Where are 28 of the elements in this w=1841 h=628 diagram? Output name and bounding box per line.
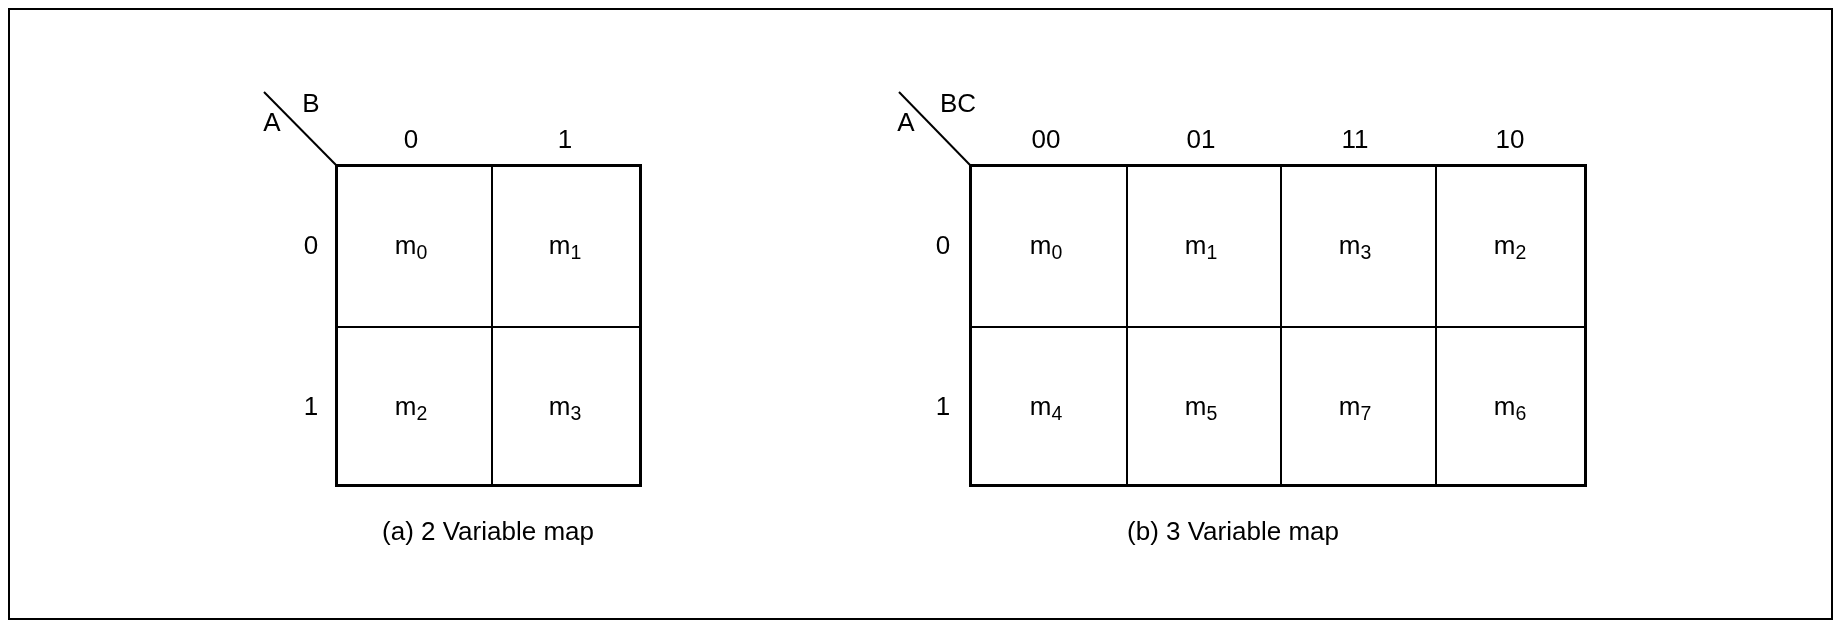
minterm-label: m$_{1}$	[548, 232, 582, 258]
column-header: 11	[1341, 126, 1369, 152]
column-variable-label: B	[302, 90, 320, 116]
minterm-label: m$_{3}$	[1338, 232, 1372, 258]
caption: (a) 2 Variable map	[382, 518, 594, 544]
column-variable-label: BC	[939, 90, 977, 116]
minterm-label: m$_{7}$	[1338, 393, 1372, 419]
minterm-label: m$_{0}$	[394, 232, 428, 258]
column-header: 10	[1495, 126, 1525, 152]
row-header: 0	[935, 232, 951, 258]
row-variable-label: A	[263, 109, 281, 135]
minterm-label: m$_{4}$	[1029, 393, 1063, 419]
minterm-label: m$_{0}$	[1029, 232, 1063, 258]
minterm-label: m$_{3}$	[548, 393, 582, 419]
column-header: 00	[1031, 126, 1061, 152]
minterm-label: m$_{5}$	[1184, 393, 1218, 419]
column-header: 0	[403, 126, 419, 152]
row-header: 1	[303, 393, 319, 419]
row-variable-label: A	[897, 109, 915, 135]
column-header: 1	[557, 126, 573, 152]
minterm-label: m$_{1}$	[1184, 232, 1218, 258]
row-header: 0	[303, 232, 319, 258]
minterm-label: m$_{2}$	[1493, 232, 1527, 258]
column-header: 01	[1186, 126, 1216, 152]
row-header: 1	[935, 393, 951, 419]
caption: (b) 3 Variable map	[1127, 518, 1339, 544]
minterm-label: m$_{2}$	[394, 393, 428, 419]
minterm-label: m$_{6}$	[1493, 393, 1527, 419]
